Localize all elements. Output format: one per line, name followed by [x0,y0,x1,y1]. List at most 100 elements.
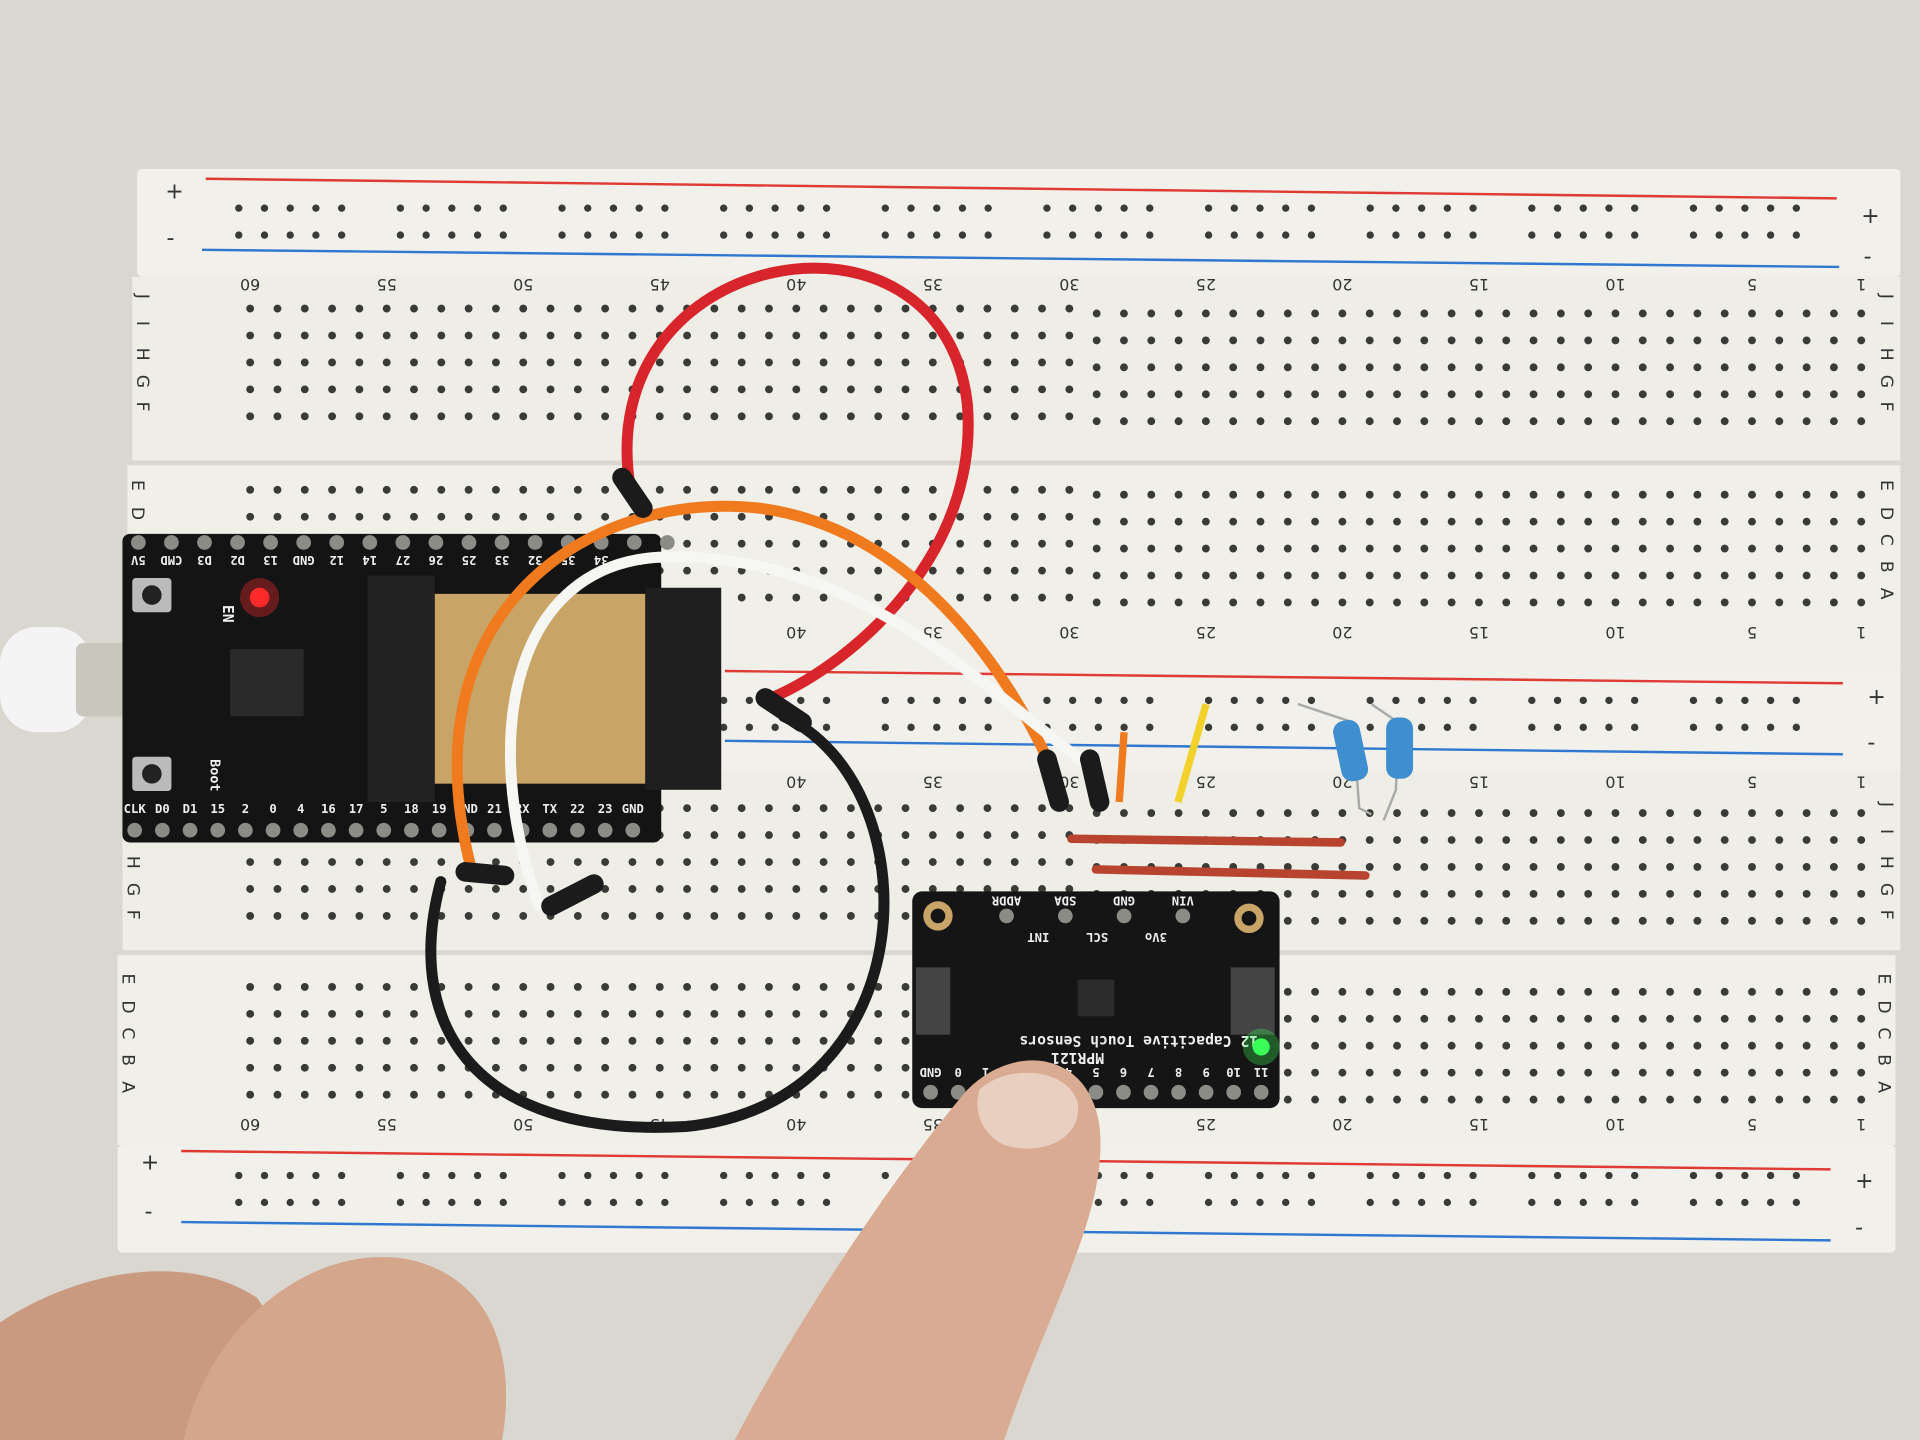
hole[interactable] [246,358,255,367]
hole[interactable] [1010,566,1019,575]
hole[interactable] [1720,336,1729,345]
hole[interactable] [492,885,500,893]
hole[interactable] [1638,1068,1647,1077]
hole[interactable] [1775,571,1784,580]
hole[interactable] [628,983,637,991]
hole[interactable] [492,983,500,991]
hole[interactable] [246,858,255,866]
hole[interactable] [1857,598,1866,607]
hole[interactable] [1857,417,1866,426]
hole[interactable] [1256,809,1265,817]
hole[interactable] [792,885,801,893]
hole[interactable] [382,858,391,866]
hole[interactable] [437,304,446,313]
hole[interactable] [464,1036,473,1045]
hole[interactable] [1038,804,1046,813]
hole[interactable] [874,304,883,313]
hole[interactable] [1393,1041,1401,1050]
hole[interactable] [765,1036,773,1045]
hole[interactable] [874,1009,883,1018]
hole[interactable] [410,512,418,521]
rail-hole[interactable] [1392,696,1400,705]
hole[interactable] [1638,1041,1647,1050]
hole[interactable] [273,331,282,340]
hole[interactable] [1174,417,1183,426]
hole[interactable] [1720,1041,1729,1050]
rail-hole[interactable] [1417,204,1426,212]
rail-hole[interactable] [1120,231,1128,239]
hole[interactable] [1748,916,1756,925]
hole[interactable] [437,412,446,421]
hole[interactable] [1038,485,1046,494]
hole[interactable] [901,331,910,340]
hole[interactable] [1666,1041,1675,1050]
rail-hole[interactable] [1469,1198,1477,1207]
hole[interactable] [819,983,828,991]
hole[interactable] [1447,490,1456,499]
rail-hole[interactable] [1120,1171,1128,1180]
hole[interactable] [1857,363,1866,372]
hole[interactable] [846,485,855,494]
rail-hole[interactable] [933,696,941,705]
hole[interactable] [300,512,309,521]
hole[interactable] [1475,916,1483,925]
rail-hole[interactable] [1579,231,1587,239]
hole[interactable] [1365,1068,1374,1077]
hole[interactable] [1556,1095,1565,1104]
hole[interactable] [1365,836,1374,844]
hole[interactable] [1311,598,1320,607]
rail-hole[interactable] [1417,231,1426,239]
hole[interactable] [683,1090,691,1099]
hole[interactable] [1502,1068,1511,1077]
rail-hole[interactable] [499,1198,507,1207]
hole[interactable] [1311,889,1320,898]
hole[interactable] [1529,916,1538,925]
rail-hole[interactable] [1230,231,1238,239]
hole[interactable] [683,1036,691,1045]
hole[interactable] [655,1036,664,1045]
hole[interactable] [1748,1095,1756,1104]
rail-hole[interactable] [1417,1198,1426,1207]
hole[interactable] [1775,544,1784,553]
hole[interactable] [1611,390,1620,399]
rail-hole[interactable] [1307,723,1316,732]
hole[interactable] [956,858,965,866]
hole[interactable] [1802,598,1811,607]
hole[interactable] [1256,390,1265,399]
hole[interactable] [273,1063,282,1072]
hole[interactable] [1229,309,1238,318]
hole[interactable] [1748,1014,1756,1023]
rail-hole[interactable] [473,1198,482,1207]
hole[interactable] [1556,1014,1565,1023]
hole[interactable] [1857,517,1866,526]
hole[interactable] [573,1063,582,1072]
hole[interactable] [956,412,965,421]
hole[interactable] [1147,363,1156,372]
hole[interactable] [1556,336,1565,345]
rail-hole[interactable] [933,204,941,212]
hole[interactable] [601,512,610,521]
hole[interactable] [1693,916,1702,925]
rail-hole[interactable] [1741,204,1749,212]
hole[interactable] [846,912,855,920]
hole[interactable] [492,1063,500,1072]
hole[interactable] [1584,1095,1593,1104]
hole[interactable] [1420,390,1429,399]
hole[interactable] [1502,571,1511,580]
hole[interactable] [819,593,828,602]
hole[interactable] [792,1063,801,1072]
hole[interactable] [1830,863,1838,871]
hole[interactable] [573,512,582,521]
hole[interactable] [1038,512,1046,521]
hole[interactable] [792,1009,801,1018]
hole[interactable] [710,304,719,313]
hole[interactable] [1283,544,1292,553]
rail-hole[interactable] [1689,723,1698,732]
hole[interactable] [300,1063,309,1072]
hole[interactable] [846,385,855,394]
hole[interactable] [1584,836,1593,844]
hole[interactable] [1065,485,1074,494]
hole[interactable] [956,566,965,575]
hole[interactable] [546,485,555,494]
hole[interactable] [1638,889,1647,898]
